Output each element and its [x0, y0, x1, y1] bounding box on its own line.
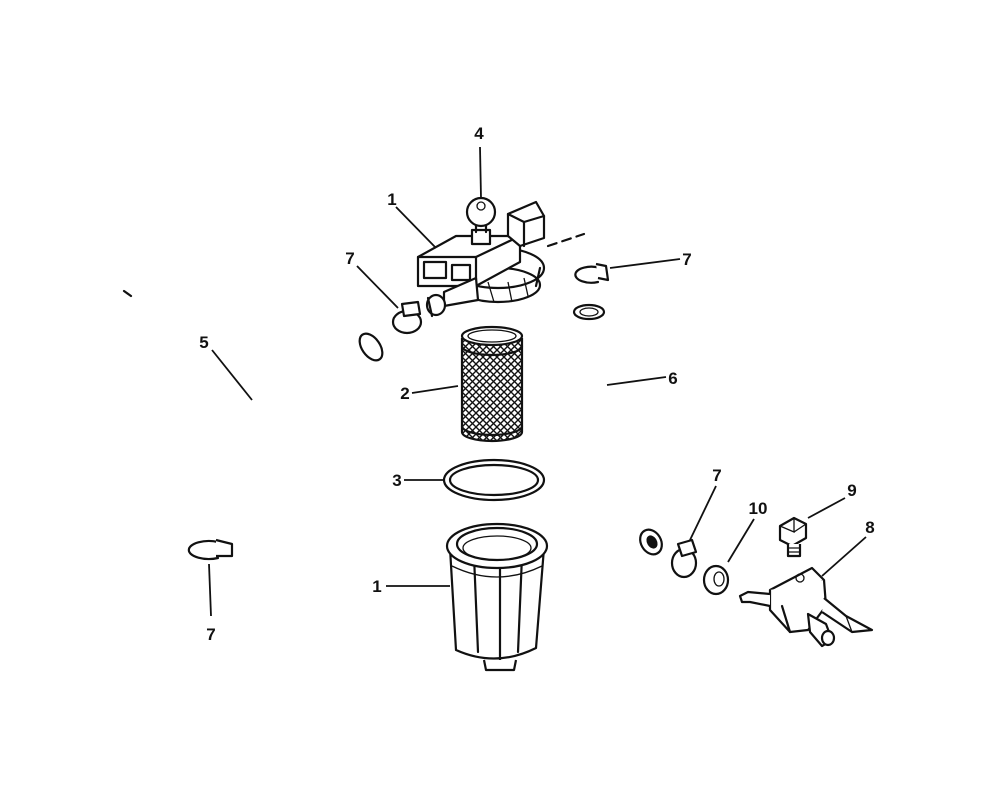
- filter-bowl: [445, 522, 549, 672]
- filter-head: [416, 200, 586, 318]
- callout-washer: 10: [749, 499, 768, 518]
- callout-hose-left: 5: [199, 333, 208, 352]
- callout-screw: 9: [847, 481, 856, 500]
- callout-filter-head: 1: [387, 190, 396, 209]
- connector: [738, 566, 874, 648]
- callout-clamp-top-right: 7: [682, 250, 691, 269]
- callout-labels: 1 4 7 7 5 2 6 3 1 7 7 10 9 8: [199, 124, 874, 644]
- callout-connector: 8: [865, 518, 874, 537]
- filter-element: [460, 325, 524, 443]
- washer: [702, 564, 730, 596]
- callout-vent-screw: 4: [474, 124, 484, 143]
- callout-hose-right: 6: [668, 369, 677, 388]
- screw: [778, 516, 808, 558]
- vent-screw: [465, 196, 497, 246]
- clamp-top-right: [574, 262, 610, 284]
- callout-clamp-top-left: 7: [345, 249, 354, 268]
- seal-ring: [442, 458, 546, 502]
- callout-clamp-bottom-mid: 7: [712, 466, 721, 485]
- clamp-bottom-mid: [670, 538, 698, 579]
- stray-mark: [122, 289, 133, 298]
- leader-lines: [208, 146, 867, 617]
- hose-right: [572, 303, 663, 556]
- clamp-top-left: [391, 300, 423, 335]
- callout-seal-ring: 3: [392, 471, 401, 490]
- callout-clamp-bottom-left: 7: [206, 625, 215, 644]
- clamp-bottom-left: [187, 538, 234, 561]
- callout-element: 2: [400, 384, 409, 403]
- hose-left: [189, 332, 384, 532]
- callout-filter-bowl: 1: [372, 577, 381, 596]
